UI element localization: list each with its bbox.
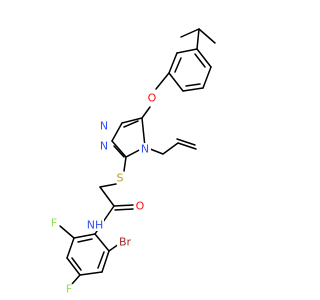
bond xyxy=(174,57,182,73)
bond xyxy=(71,274,81,285)
bond xyxy=(176,138,196,146)
svg-text:F: F xyxy=(66,283,72,296)
bond xyxy=(141,106,151,119)
bond xyxy=(66,237,75,259)
bromine-atom: Br xyxy=(117,235,134,249)
bond xyxy=(141,117,146,148)
bond xyxy=(71,257,82,271)
svg-text:O: O xyxy=(148,92,157,105)
ether-oxygen-atom: O xyxy=(146,92,158,105)
bond xyxy=(97,251,105,269)
bond xyxy=(113,145,125,158)
bond xyxy=(113,204,134,207)
bond xyxy=(101,250,110,273)
triazole-n2-atom: N xyxy=(98,140,110,153)
svg-text:NH: NH xyxy=(87,219,104,232)
bond xyxy=(155,72,170,90)
bond xyxy=(59,225,75,239)
bond xyxy=(123,120,139,128)
svg-text:O: O xyxy=(136,200,145,213)
bond xyxy=(196,28,200,50)
svg-text:N: N xyxy=(100,120,108,133)
svg-text:F: F xyxy=(51,217,57,230)
svg-text:N: N xyxy=(100,140,108,153)
svg-text:Br: Br xyxy=(119,236,132,249)
sulfur-atom: S xyxy=(114,172,126,185)
triazole-n1-atom: N xyxy=(98,120,110,133)
bond xyxy=(99,186,115,207)
svg-text:S: S xyxy=(117,172,124,185)
bond xyxy=(185,83,201,87)
bond xyxy=(194,53,206,68)
amide-nh-atom: NH xyxy=(86,218,104,232)
bond xyxy=(121,117,143,124)
bond xyxy=(123,156,127,172)
bond xyxy=(73,233,96,239)
bond xyxy=(99,183,117,188)
triazole-n4-atom: N xyxy=(139,143,151,156)
bond xyxy=(182,87,204,92)
bond xyxy=(196,48,212,68)
bond xyxy=(111,122,123,142)
bond xyxy=(168,72,184,92)
bond xyxy=(79,271,103,276)
bond xyxy=(111,140,127,158)
carbonyl-oxygen-atom: O xyxy=(134,200,146,213)
bond xyxy=(202,66,212,89)
bond xyxy=(102,205,115,223)
para-fluorine-atom: F xyxy=(63,283,75,296)
bond xyxy=(114,208,134,211)
bond xyxy=(77,238,93,243)
bond xyxy=(176,48,198,54)
molecule-structure-diagram: O N N N S O NH F xyxy=(48,28,216,296)
bond xyxy=(162,142,179,155)
bond xyxy=(177,142,197,150)
ortho-fluorine-atom: F xyxy=(48,217,60,230)
bonds xyxy=(59,28,216,285)
bond xyxy=(180,28,200,38)
bond xyxy=(198,28,216,44)
atom-labels: O N N N S O NH F xyxy=(48,92,158,296)
bond xyxy=(66,257,81,276)
svg-text:N: N xyxy=(141,143,149,156)
bond xyxy=(168,52,178,74)
bond xyxy=(94,233,110,252)
